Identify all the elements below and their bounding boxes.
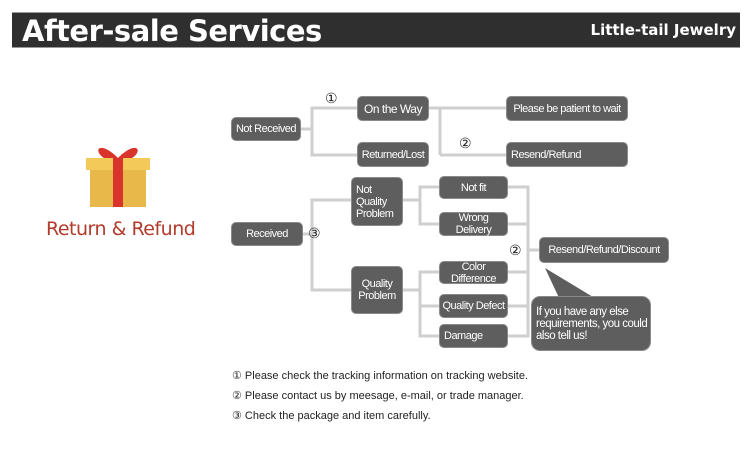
- marker-2b: ②: [509, 242, 522, 258]
- header-bar: After-sale Services Little-tail Jewelry: [12, 12, 740, 48]
- node-quality-problem: Quality Problem: [352, 267, 402, 313]
- node-damage: Damage: [440, 325, 507, 347]
- callout-tail: [545, 268, 598, 300]
- marker-3: ③: [308, 225, 321, 241]
- node-not-fit: Not fit: [440, 177, 507, 198]
- return-refund-label: Return & Refund: [46, 218, 196, 240]
- node-received: Received: [232, 223, 302, 245]
- footnote-1: ① Please check the tracking information …: [232, 370, 529, 382]
- callout-bubble: If you have any else requirements, you c…: [532, 297, 650, 350]
- page-title: After-sale Services: [22, 14, 322, 48]
- node-on-the-way: On the Way: [358, 97, 428, 120]
- footnote-2: ② Please contact us by meesage, e-mail, …: [232, 390, 524, 402]
- brand-name: Little-tail Jewelry: [590, 21, 736, 39]
- marker-2: ②: [459, 135, 472, 151]
- node-resend-refund-discount: Resend/Refund/Discount: [540, 238, 668, 262]
- marker-1: ①: [325, 90, 338, 106]
- node-wrong-delivery: Wrong Delivery: [440, 212, 507, 236]
- node-returned-lost: Returned/Lost: [358, 143, 428, 166]
- node-not-quality-problem: Not Quality Problem: [352, 178, 402, 225]
- node-quality-defect: Quality Defect: [440, 295, 507, 317]
- footnote-3: ③ Check the package and item carefully.: [232, 410, 431, 422]
- node-patient: Please be patient to wait: [507, 97, 627, 120]
- node-color-difference: Color Difference: [440, 261, 507, 285]
- node-not-received: Not Received: [232, 118, 300, 140]
- node-resend-refund: Resend/Refund: [507, 143, 627, 166]
